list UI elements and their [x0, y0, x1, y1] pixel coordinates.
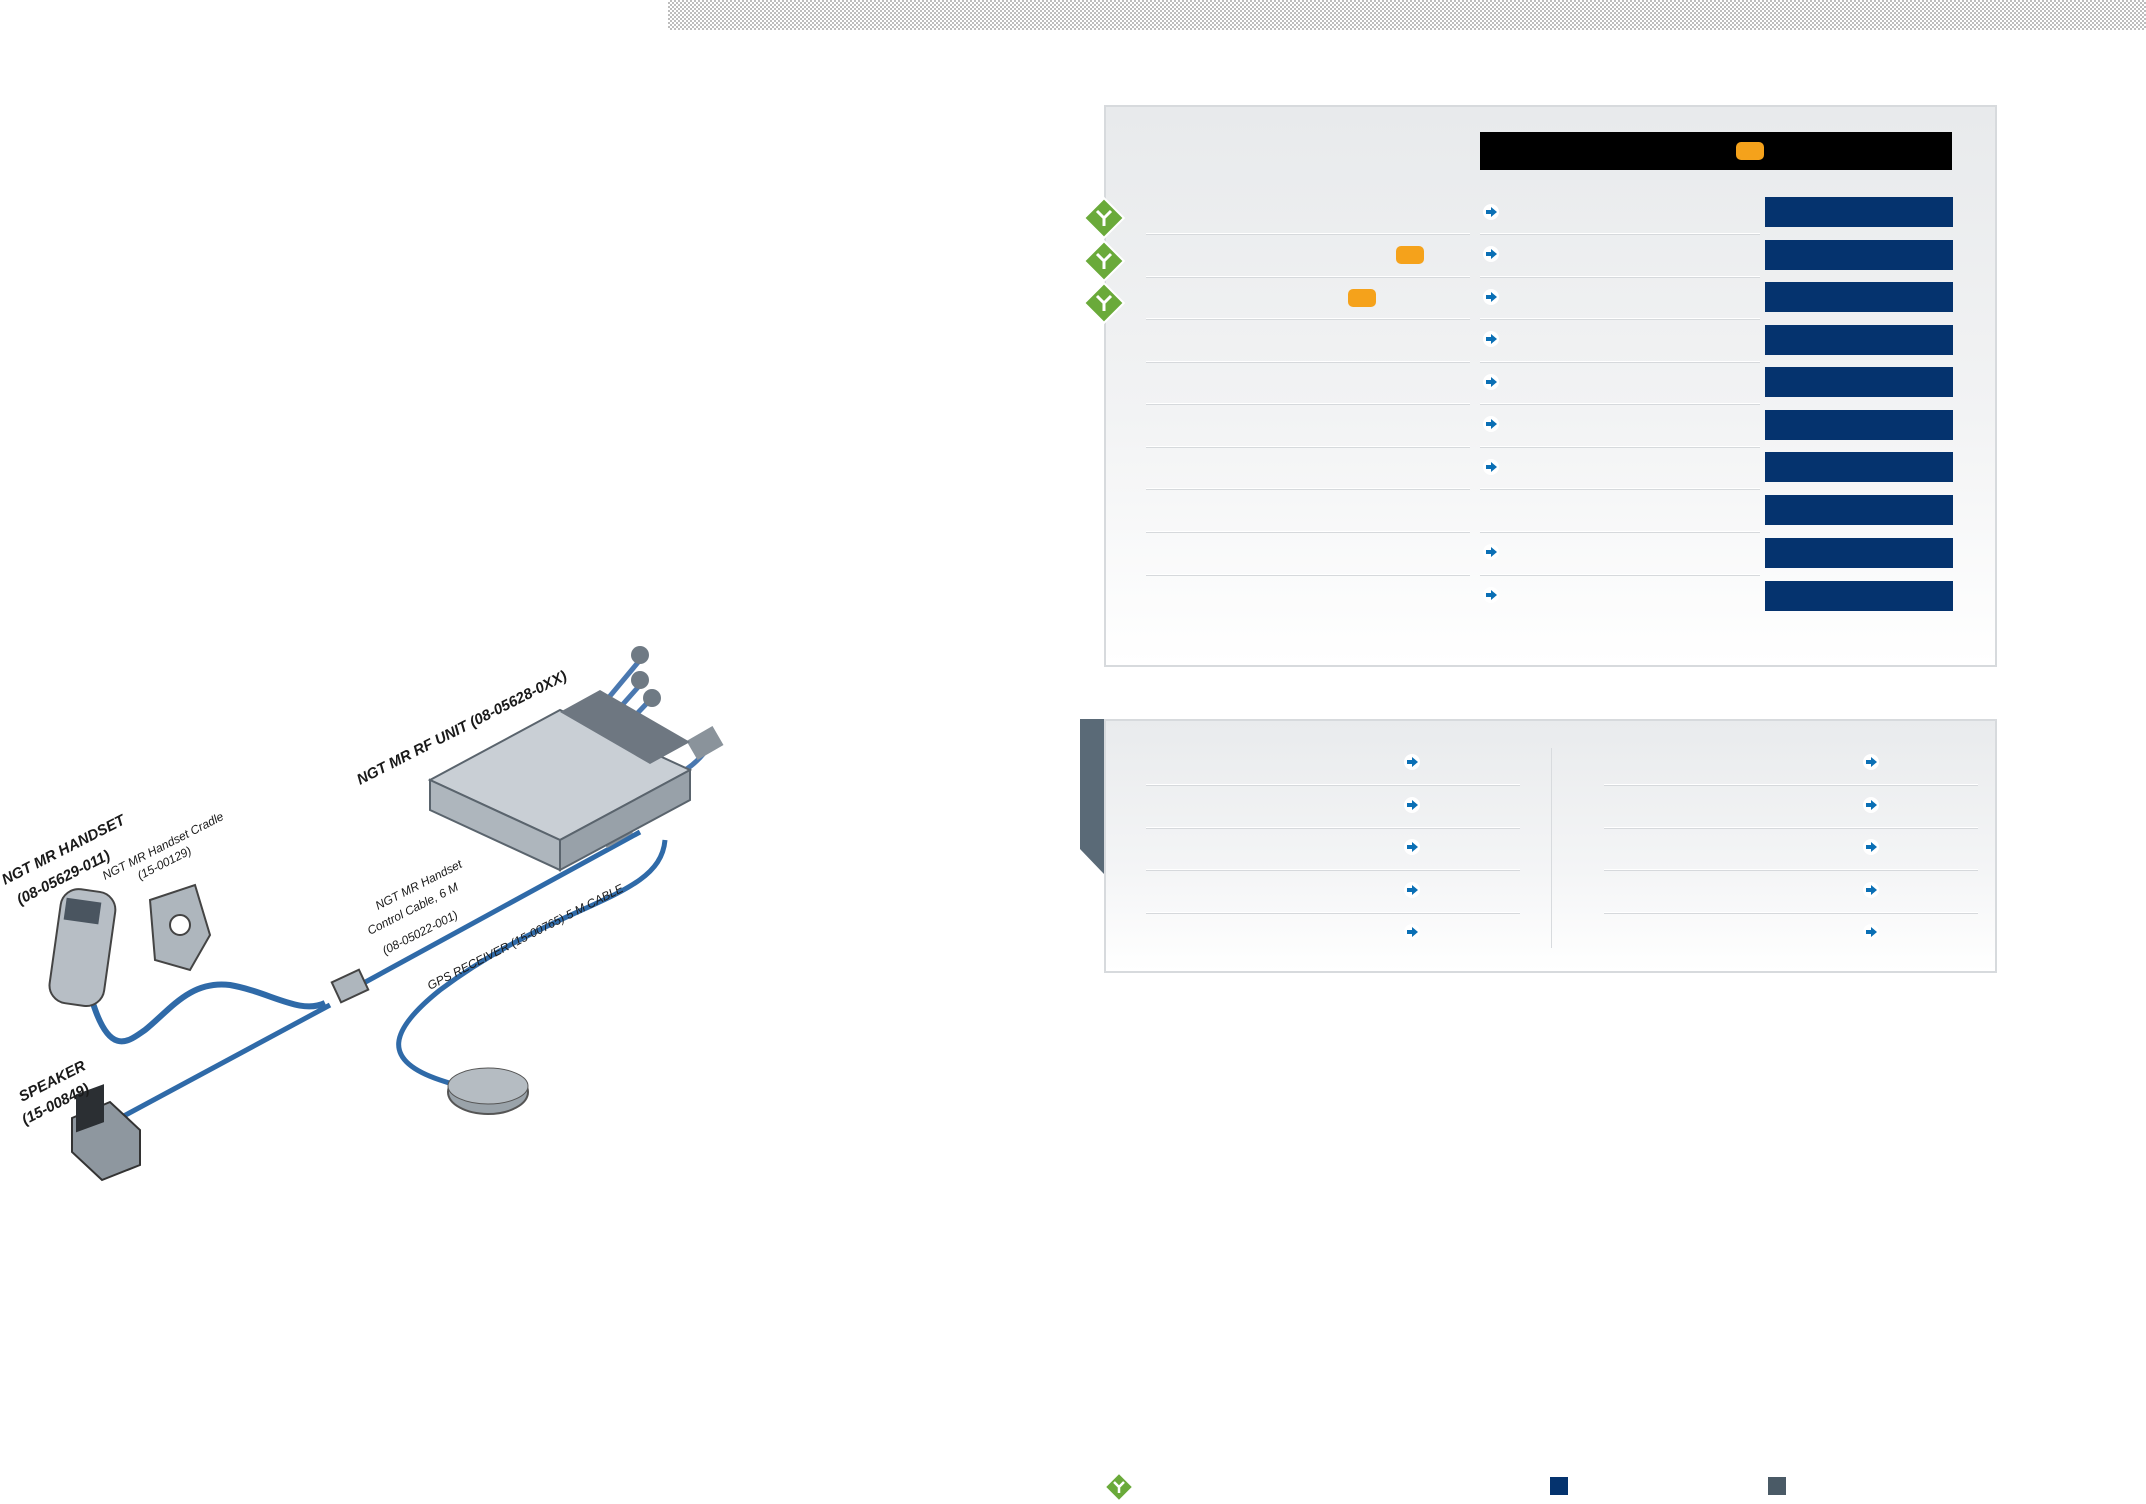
- row-separator: [1146, 784, 1520, 785]
- arrow-right-icon[interactable]: [1482, 586, 1500, 604]
- arrow-right-icon[interactable]: [1403, 881, 1421, 899]
- handset-coil-cable: [89, 981, 327, 1045]
- row-separator: [1480, 276, 1760, 277]
- row-separator: [1146, 531, 1470, 532]
- row-separator: [1146, 869, 1520, 870]
- arrow-right-icon[interactable]: [1862, 753, 1880, 771]
- row-separator: [1604, 784, 1978, 785]
- rf-unit-side: [559, 768, 691, 872]
- arrow-right-icon[interactable]: [1482, 203, 1500, 221]
- legend-navy-square: [1550, 1477, 1568, 1495]
- navy-value-bar: [1765, 240, 1953, 270]
- arrow-right-icon[interactable]: [1482, 330, 1500, 348]
- row-separator: [1480, 233, 1760, 234]
- header-orange-badge: [1736, 142, 1764, 160]
- arrow-right-icon[interactable]: [1862, 838, 1880, 856]
- navy-value-bar: [1765, 410, 1953, 440]
- connector-top-2: [631, 671, 649, 689]
- connector-top-1: [631, 646, 649, 664]
- row-separator: [1604, 827, 1978, 828]
- row-separator: [1480, 446, 1760, 447]
- row-separator: [1146, 276, 1470, 277]
- row-separator: [1146, 488, 1470, 489]
- arrow-right-icon[interactable]: [1403, 796, 1421, 814]
- row-separator: [1480, 574, 1760, 575]
- arrow-right-icon[interactable]: [1482, 543, 1500, 561]
- junction-box: [330, 968, 370, 1004]
- system-diagram: NGT MR RF UNIT (08-05628-0XX) NGT MR HAN…: [0, 646, 724, 1182]
- row-separator: [1604, 869, 1978, 870]
- row-separator: [1146, 361, 1470, 362]
- arrow-right-icon[interactable]: [1862, 923, 1880, 941]
- navy-value-bar: [1765, 581, 1953, 611]
- speaker-cable: [118, 1002, 332, 1121]
- header-dither-band: [668, 0, 2146, 30]
- navy-value-bar: [1765, 197, 1953, 227]
- gps-label: GPS RECEIVER (15-00765) 5 M CABLE: [425, 881, 627, 993]
- navy-value-bar: [1765, 325, 1953, 355]
- arrow-right-icon[interactable]: [1862, 881, 1880, 899]
- arrow-right-icon[interactable]: [1482, 245, 1500, 263]
- connector-right: [686, 725, 724, 761]
- speaker-grille: [76, 1084, 104, 1133]
- arrow-right-icon[interactable]: [1482, 288, 1500, 306]
- navy-value-bar: [1765, 282, 1953, 312]
- spec-panel-header: [1480, 132, 1952, 170]
- legend-slate-square: [1768, 1477, 1786, 1495]
- panel-side-tab: [1080, 719, 1104, 874]
- rf-unit-heatsink: [560, 690, 690, 764]
- arrow-right-icon[interactable]: [1403, 753, 1421, 771]
- arrow-right-icon[interactable]: [1482, 458, 1500, 476]
- row-separator: [1146, 446, 1470, 447]
- arrow-right-icon[interactable]: [1403, 838, 1421, 856]
- row-separator: [1146, 233, 1470, 234]
- row-separator: [1146, 827, 1520, 828]
- accessories-panel: [1104, 719, 1997, 973]
- row-separator: [1604, 912, 1978, 913]
- arrow-right-icon[interactable]: [1482, 373, 1500, 391]
- row-orange-badge: [1348, 289, 1376, 307]
- handset-screen: [63, 897, 102, 925]
- navy-value-bar: [1765, 495, 1953, 525]
- diamond-branch-icon: [1082, 239, 1126, 283]
- diamond-branch-icon: [1082, 196, 1126, 240]
- row-separator: [1480, 361, 1760, 362]
- diamond-branch-icon: [1082, 281, 1126, 325]
- navy-value-bar: [1765, 367, 1953, 397]
- row-separator: [1480, 318, 1760, 319]
- row-separator: [1146, 574, 1470, 575]
- row-orange-badge: [1396, 246, 1424, 264]
- cradle-hole: [169, 914, 191, 936]
- arrow-right-icon[interactable]: [1403, 923, 1421, 941]
- row-separator: [1146, 403, 1470, 404]
- row-separator: [1146, 318, 1470, 319]
- connector-top-3: [643, 689, 661, 707]
- row-separator: [1146, 912, 1520, 913]
- column-divider: [1551, 748, 1552, 948]
- navy-value-bar: [1765, 452, 1953, 482]
- navy-value-bar: [1765, 538, 1953, 568]
- row-separator: [1480, 488, 1760, 489]
- row-separator: [1480, 403, 1760, 404]
- arrow-right-icon[interactable]: [1482, 415, 1500, 433]
- control-cable: [358, 829, 642, 988]
- legend-diamond-icon: [1103, 1471, 1135, 1503]
- row-separator: [1480, 531, 1760, 532]
- arrow-right-icon[interactable]: [1862, 796, 1880, 814]
